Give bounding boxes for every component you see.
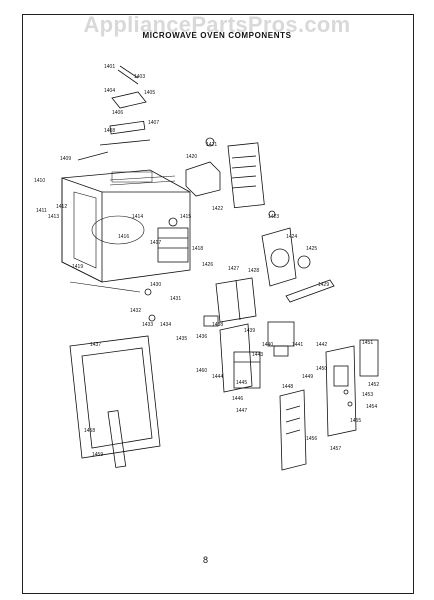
part-label: 1454 (366, 404, 377, 410)
part-label: 1425 (306, 246, 317, 252)
chassis-bracket (215, 277, 257, 323)
part-label: 1445 (236, 380, 247, 386)
part-label: 1435 (176, 336, 187, 342)
part-label: 1432 (130, 308, 141, 314)
part-label: 1447 (236, 408, 247, 414)
part-label: 1401 (104, 64, 115, 70)
part-label: 1408 (104, 128, 115, 134)
part-label: 1419 (72, 264, 83, 270)
part-label: 1431 (170, 296, 181, 302)
part-label: 1458 (84, 428, 95, 434)
part-label: 1414 (132, 214, 143, 220)
part-label: 1441 (292, 342, 303, 348)
transformer (267, 321, 295, 357)
blower-assembly (185, 137, 265, 209)
part-label: 1449 (302, 374, 313, 380)
diagram-border (22, 14, 414, 594)
part-label: 1411 (36, 208, 47, 214)
top-bracket (77, 65, 151, 161)
part-label: 1433 (142, 322, 153, 328)
small-parts (144, 210, 353, 407)
part-label: 1436 (196, 334, 207, 340)
part-label: 1460 (196, 368, 207, 374)
diagram-title: MICROWAVE OVEN COMPONENTS (142, 31, 292, 40)
part-label: 1442 (316, 342, 327, 348)
part-label: 1452 (368, 382, 379, 388)
oven-cavity (61, 169, 191, 293)
control-board (325, 339, 379, 437)
fan-housing (261, 227, 335, 303)
part-label: 1407 (148, 120, 159, 126)
part-label: 1418 (192, 246, 203, 252)
part-label: 1424 (286, 234, 297, 240)
part-label: 1410 (34, 178, 45, 184)
control-panel (279, 389, 307, 471)
part-label: 1428 (248, 268, 259, 274)
part-label: 1429 (318, 282, 329, 288)
part-label: 1422 (212, 206, 223, 212)
part-label: 1455 (350, 418, 361, 424)
part-label: 1446 (232, 396, 243, 402)
magnetron (157, 217, 189, 263)
part-label: 1439 (244, 328, 255, 334)
watermark: AppliancePartsPros.com (83, 12, 351, 37)
part-label: 1406 (112, 110, 123, 116)
part-label: 1420 (186, 154, 197, 160)
part-label: 1438 (212, 322, 223, 328)
part-label: 1417 (150, 240, 161, 246)
part-label: 1443 (252, 352, 263, 358)
part-label: 1412 (56, 204, 67, 210)
part-label: 1403 (134, 74, 145, 80)
part-label: 1440 (262, 342, 273, 348)
part-label: 1416 (118, 234, 129, 240)
part-label: 1456 (306, 436, 317, 442)
part-label: 1459 (92, 452, 103, 458)
part-label: 1444 (212, 374, 223, 380)
part-number-labels: 1401 1403 1404 1405 1406 1407 1408 1409 … (34, 64, 379, 458)
part-label: 1404 (104, 88, 115, 94)
part-label: 1426 (202, 262, 213, 268)
part-label: 1430 (150, 282, 161, 288)
part-label: 1427 (228, 266, 239, 272)
part-label: 1421 (206, 142, 217, 148)
part-label: 1451 (362, 340, 373, 346)
page-number: 8 (203, 555, 209, 565)
part-label: 1437 (90, 342, 101, 348)
part-label: 1415 (180, 214, 191, 220)
part-label: 1453 (362, 392, 373, 398)
lower-bracket (219, 323, 261, 393)
part-label: 1434 (160, 322, 171, 328)
part-label: 1450 (316, 366, 327, 372)
part-label: 1457 (330, 446, 341, 452)
part-label: 1423 (268, 214, 279, 220)
part-label: 1448 (282, 384, 293, 390)
part-label: 1413 (48, 214, 59, 220)
part-label: 1405 (144, 90, 155, 96)
part-label: 1409 (60, 156, 71, 162)
door-assembly (69, 335, 161, 468)
